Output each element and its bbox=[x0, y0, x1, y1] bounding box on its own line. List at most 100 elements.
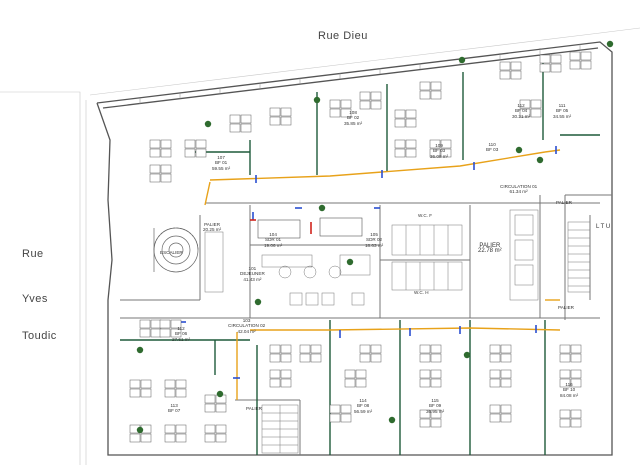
room-label: W.C. F bbox=[418, 213, 433, 218]
desk bbox=[204, 433, 216, 443]
desk bbox=[204, 403, 216, 413]
desk bbox=[430, 378, 442, 388]
east-stair bbox=[509, 209, 591, 301]
desk bbox=[430, 353, 442, 363]
desk bbox=[394, 139, 406, 149]
circulation-lines bbox=[204, 149, 561, 400]
desk bbox=[419, 378, 431, 388]
desk bbox=[394, 109, 406, 119]
desk bbox=[269, 353, 281, 363]
desk bbox=[550, 54, 562, 64]
desk bbox=[570, 418, 582, 428]
desk bbox=[269, 107, 281, 117]
west-stair bbox=[153, 227, 199, 273]
desk bbox=[559, 418, 571, 428]
desk bbox=[160, 148, 172, 158]
desk bbox=[329, 404, 341, 414]
desk bbox=[569, 51, 581, 61]
desk bbox=[539, 63, 551, 73]
desk bbox=[489, 413, 501, 423]
desk bbox=[195, 139, 207, 149]
desk bbox=[215, 433, 227, 443]
red-doors bbox=[250, 219, 312, 234]
desk bbox=[559, 369, 571, 379]
desk bbox=[569, 60, 581, 70]
desk bbox=[129, 433, 141, 443]
plant-icon bbox=[204, 120, 212, 128]
desk bbox=[500, 353, 512, 363]
desk bbox=[344, 378, 356, 388]
plant-icon bbox=[346, 258, 354, 266]
desk bbox=[149, 164, 161, 174]
desk bbox=[129, 379, 141, 389]
desk bbox=[355, 378, 367, 388]
desk bbox=[559, 353, 571, 363]
desk bbox=[129, 388, 141, 398]
desk bbox=[329, 413, 341, 423]
workstation-desks bbox=[129, 51, 592, 443]
desk bbox=[164, 379, 176, 389]
desk bbox=[489, 369, 501, 379]
desk bbox=[329, 108, 341, 118]
desk bbox=[280, 107, 292, 117]
desk bbox=[269, 378, 281, 388]
plant-icon bbox=[606, 40, 614, 48]
desk bbox=[370, 100, 382, 110]
plant-icon bbox=[313, 96, 321, 104]
desk bbox=[359, 353, 371, 363]
desk bbox=[500, 404, 512, 414]
desk bbox=[175, 388, 187, 398]
desk bbox=[280, 353, 292, 363]
desk bbox=[430, 90, 442, 100]
desk bbox=[570, 344, 582, 354]
desk bbox=[419, 409, 431, 419]
desk bbox=[159, 328, 171, 338]
desk bbox=[140, 379, 152, 389]
desk bbox=[489, 404, 501, 414]
desk bbox=[359, 91, 371, 101]
desk bbox=[499, 61, 511, 71]
desk bbox=[394, 148, 406, 158]
desk bbox=[149, 148, 161, 158]
desk bbox=[500, 344, 512, 354]
desk bbox=[164, 424, 176, 434]
desk bbox=[519, 99, 531, 109]
desk bbox=[489, 378, 501, 388]
desk bbox=[530, 108, 542, 118]
desk bbox=[140, 388, 152, 398]
desk bbox=[430, 344, 442, 354]
desk bbox=[299, 353, 311, 363]
desk bbox=[419, 344, 431, 354]
desk bbox=[184, 139, 196, 149]
desk bbox=[240, 114, 252, 124]
wc-blocks bbox=[391, 224, 463, 291]
south-stair bbox=[261, 404, 299, 454]
desk bbox=[280, 116, 292, 126]
desk bbox=[419, 418, 431, 428]
plant-icon bbox=[388, 416, 396, 424]
desk bbox=[519, 108, 531, 118]
desk bbox=[500, 378, 512, 388]
desk bbox=[204, 424, 216, 434]
desk bbox=[419, 369, 431, 379]
desk bbox=[175, 433, 187, 443]
street-label-north: Rue Dieu bbox=[318, 30, 368, 42]
desk bbox=[430, 409, 442, 419]
desk bbox=[139, 328, 151, 338]
desk bbox=[499, 70, 511, 80]
desk bbox=[159, 319, 171, 329]
desk bbox=[530, 99, 542, 109]
street-boundaries bbox=[0, 27, 640, 465]
desk bbox=[340, 413, 352, 423]
desk bbox=[344, 369, 356, 379]
desk bbox=[280, 378, 292, 388]
room-label: L T U bbox=[596, 224, 611, 230]
